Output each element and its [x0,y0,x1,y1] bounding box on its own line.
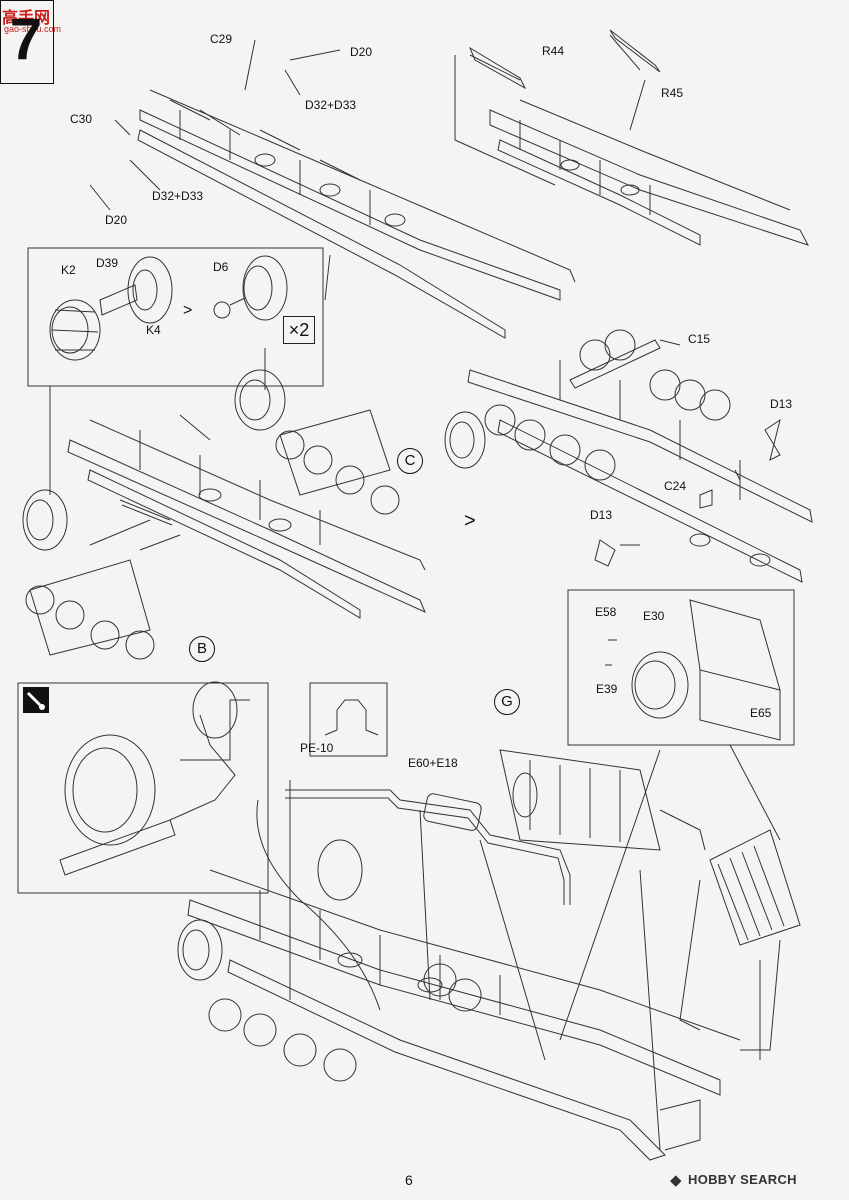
bottom-bogie [209,964,481,1081]
top-right-chassis-frame [490,100,808,245]
part-label-c24: C24 [664,479,687,493]
step-number-box: 7 [0,0,54,84]
part-label-d13-bottom: D13 [590,508,613,522]
part-label-e39: E39 [596,682,618,696]
crossmember-c15 [570,340,660,388]
part-label-k4: K4 [146,323,161,337]
pe10-callout-box [310,683,387,756]
exhaust-pipe [285,790,570,905]
part-label-d13-right: D13 [770,397,793,411]
part-label-pe10: PE-10 [300,741,334,755]
part-label-d32-d33-left: D32+D33 [152,189,204,203]
middle-right-chassis-frame [468,340,812,582]
step-number: 7 [9,7,43,72]
part-label-c29: C29 [210,32,233,46]
right-bogie-wheels [485,330,730,480]
page-number: 6 [405,1172,413,1188]
bogie-c [276,410,399,514]
sequence-arrow-assembly: > [464,510,476,532]
spare-wheel-top [235,370,285,430]
part-label-d6: D6 [213,260,229,274]
marker-g: G [494,689,520,715]
glue-icon [23,687,49,713]
part-label-r44: R44 [542,44,565,58]
sequence-arrow-wheel: > [183,302,193,319]
quantity-multiplier: ×2 [283,316,315,344]
bogie-b [26,560,154,659]
wheel-callout-box [28,248,323,386]
pe10-bracket [325,700,378,735]
marker-b: B [189,636,215,662]
bottom-spare-wheel [178,840,362,980]
part-label-r45: R45 [661,86,684,100]
radiator-callout-box [568,590,794,745]
engine-block [500,750,705,850]
right-spare-wheel [445,412,485,468]
spare-wheel-left [23,490,67,550]
detail-exhaust [60,682,250,875]
watermark-title: 高手网 [2,10,51,27]
brand-name: HOBBY SEARCH [688,1172,797,1187]
part-label-d32-d33-top: D32+D33 [305,98,357,112]
part-label-c30: C30 [70,112,93,126]
top-left-chassis-frame [138,90,575,338]
part-label-e58: E58 [595,605,617,619]
wheel-rim-left [50,300,100,360]
part-label-d20-left: D20 [105,213,128,227]
wheel-hub-center [100,257,172,323]
part-label-d20-top: D20 [350,45,373,59]
radiator-core [710,830,800,945]
part-label-e30: E30 [643,609,665,623]
part-label-k2: K2 [61,263,76,277]
wheel-assembled [214,256,287,320]
brand-logo-icon: ◆ [670,1172,682,1189]
part-label-e65: E65 [750,706,772,720]
middle-left-chassis-frame [68,420,425,618]
radiator-shroud [632,600,780,740]
watermark-subtitle: gao-shou.com [4,24,62,34]
part-label-e60-e18: E60+E18 [408,756,458,770]
detail-callout-box [18,683,268,893]
part-label-c15: C15 [688,332,711,346]
marker-c: C [397,448,423,474]
part-label-d39: D39 [96,256,119,270]
